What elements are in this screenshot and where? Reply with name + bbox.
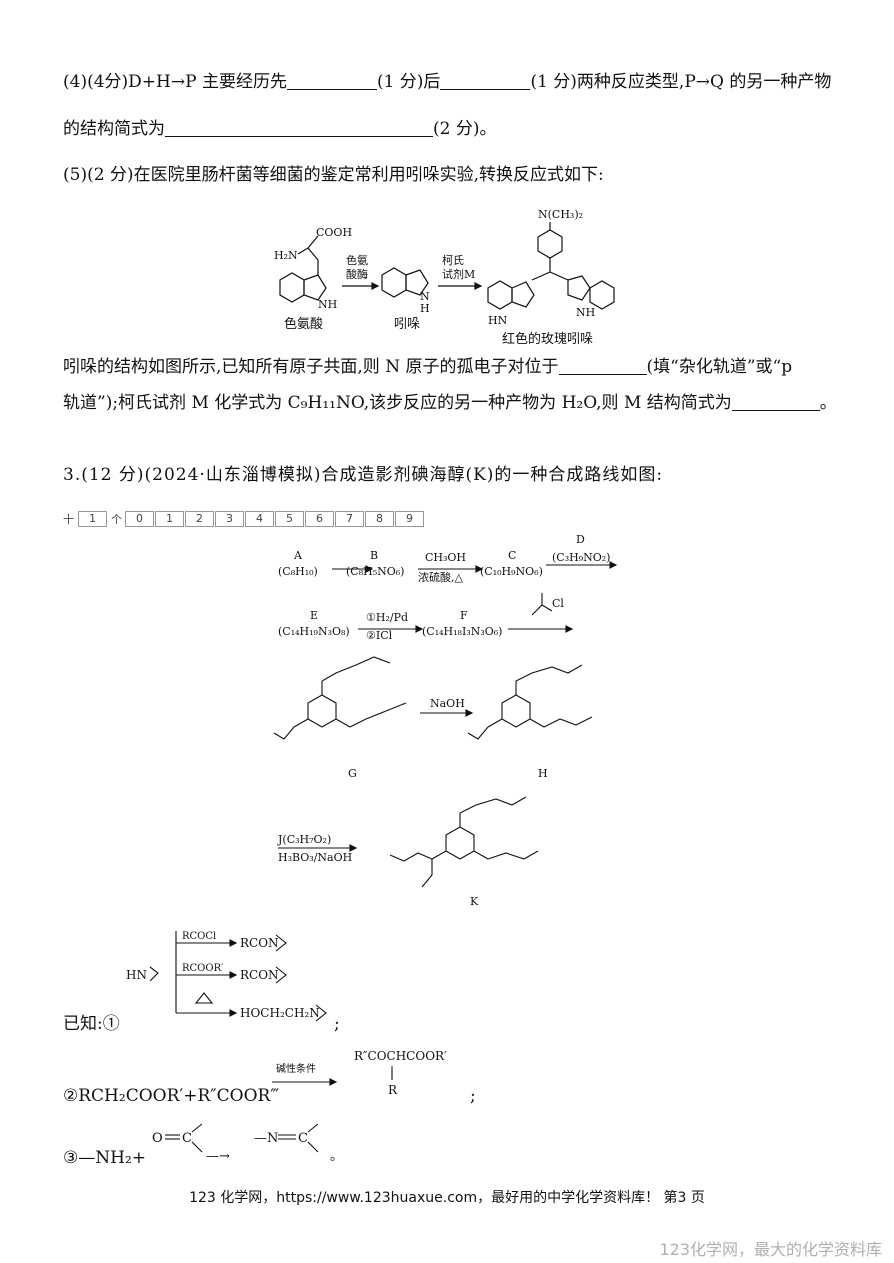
svg-text:HN: HN <box>126 968 147 982</box>
svg-text:J(C₃H₇O₂): J(C₃H₇O₂) <box>277 833 331 846</box>
svg-text:CH₃OH: CH₃OH <box>425 551 466 564</box>
reagent-label: 试剂M <box>442 267 475 281</box>
nh-label: NH <box>318 298 337 311</box>
svg-text:R: R <box>388 1083 398 1097</box>
svg-text:K: K <box>470 895 479 908</box>
svg-text:NaOH: NaOH <box>430 697 465 710</box>
answer-blank[interactable] <box>558 356 647 375</box>
svg-text:O: O <box>152 1131 163 1146</box>
tryptophan-structure: COOH H₂N NH 色氨酸 <box>274 226 352 332</box>
svg-text:D: D <box>576 535 585 546</box>
svg-text:H₃BO₃/NaOH: H₃BO₃/NaOH <box>278 851 352 864</box>
answer-blank[interactable] <box>286 71 377 90</box>
nh-label: NH <box>576 306 595 319</box>
k-structure <box>445 826 475 860</box>
svg-text:RCON: RCON <box>240 968 279 982</box>
svg-text:(C₁₀H₉NO₆): (C₁₀H₉NO₆) <box>480 565 543 578</box>
svg-text:②ICl: ②ICl <box>366 629 393 642</box>
svg-text:(C₈H₅NO₆): (C₈H₅NO₆) <box>346 565 404 578</box>
svg-text:RCOOR′: RCOOR′ <box>182 963 224 974</box>
svg-text:H: H <box>538 767 548 780</box>
ruler-bar: 十 1 个 0 1 2 3 4 5 6 7 8 9 <box>63 511 425 527</box>
g-structure <box>307 694 337 728</box>
svg-text:。: 。 <box>330 1149 343 1164</box>
rosindole-label: 红色的玫瑰吲哚 <box>502 331 593 347</box>
svg-text:F: F <box>460 609 468 622</box>
cooh-label: COOH <box>316 226 352 239</box>
svg-text:(C₈H₁₀): (C₈H₁₀) <box>278 565 318 578</box>
q5-line3: 轨道”);柯氏试剂 M 化学式为 C₉H₁₁NO,该步反应的另一种产物为 H₂O… <box>63 392 837 413</box>
reagent-label: 色氨 <box>346 253 368 267</box>
answer-blank[interactable] <box>440 71 531 90</box>
known-reaction-3: ③—NH₂+ <box>63 1148 146 1168</box>
svg-text:—N: —N <box>254 1131 278 1146</box>
known-reaction-1: HN RCOCl RCON RCOOR′ RCON HOCH₂CH₂N <box>120 925 360 1029</box>
answer-blank[interactable] <box>165 118 433 137</box>
svg-text:C: C <box>182 1131 192 1146</box>
reagent-label: 酸酶 <box>346 267 368 281</box>
svg-text:①H₂/Pd: ①H₂/Pd <box>366 611 408 624</box>
q4-line1: (4)(4分)D+H→P 主要经历先(1 分)后(1 分)两种反应类型,P→Q … <box>63 71 832 92</box>
svg-text:C: C <box>298 1131 308 1146</box>
known-reaction-2: ②RCH₂COOR′+R″COOR‴ <box>63 1086 280 1106</box>
q3-header: 3.(12 分)(2024·山东淄博模拟)合成造影剂碘海醇(K)的一种合成路线如… <box>63 465 664 485</box>
h-structure <box>501 694 531 728</box>
hn-label: HN <box>488 314 508 327</box>
h2n-label: H₂N <box>274 249 298 262</box>
indole-structure: N H 吲哚 <box>381 267 430 332</box>
svg-text:浓硫酸,△: 浓硫酸,△ <box>418 570 463 584</box>
svg-text:(C₃H₉NO₂): (C₃H₉NO₂) <box>552 551 610 564</box>
h-label: H <box>420 302 430 315</box>
svg-text:RCON: RCON <box>240 936 279 950</box>
svg-text:碱性条件: 碱性条件 <box>276 1062 316 1075</box>
known-label: 已知:① <box>63 1014 120 1034</box>
svg-text:(C₁₄H₁₈I₃N₃O₆): (C₁₄H₁₈I₃N₃O₆) <box>422 625 502 638</box>
answer-blank[interactable] <box>731 392 820 411</box>
svg-text:E: E <box>310 609 318 622</box>
reagent-label: 柯氏 <box>442 254 464 267</box>
svg-text:HOCH₂CH₂N: HOCH₂CH₂N <box>240 1006 320 1020</box>
svg-text:G: G <box>348 767 357 780</box>
indole-label: 吲哚 <box>394 317 420 332</box>
svg-text:C: C <box>508 549 516 562</box>
page-footer: 123 化学网，https://www.123huaxue.com，最好用的中学… <box>189 1190 705 1206</box>
nme2-label: N(CH₃)₂ <box>538 208 583 221</box>
svg-text:R″COCHCOOR′: R″COCHCOOR′ <box>354 1049 447 1063</box>
q5-line2: 吲哚的结构如图所示,已知所有原子共面,则 N 原子的孤电子对位于(填“杂化轨道”… <box>63 356 793 377</box>
svg-text:A: A <box>293 549 303 562</box>
svg-text:—→: —→ <box>206 1149 230 1164</box>
known-reaction-3-diagram: O C —→ —N C 。 <box>148 1120 348 1180</box>
indole-scheme: COOH H₂N NH 色氨酸 色氨 酸酶 N H 吲哚 柯氏 试剂M N(CH… <box>270 200 620 354</box>
rosindole-structure: N(CH₃)₂ HN NH 红色的玫瑰吲哚 <box>487 208 615 347</box>
n-label: N <box>420 290 430 303</box>
known-reaction-2-product: 碱性条件 R″COCHCOOR′ R <box>268 1042 468 1106</box>
svg-text:(C₁₄H₁₉N₃O₈): (C₁₄H₁₉N₃O₈) <box>278 625 350 638</box>
svg-text:RCOCl: RCOCl <box>182 931 216 942</box>
q4-line2: 的结构简式为(2 分)。 <box>63 118 497 139</box>
svg-text:B: B <box>370 549 378 562</box>
svg-text:Cl: Cl <box>552 597 564 610</box>
q5-line1: (5)(2 分)在医院里肠杆菌等细菌的鉴定常利用吲哚实验,转换反应式如下: <box>63 165 604 185</box>
tryptophan-label: 色氨酸 <box>284 316 323 332</box>
watermark: 123化学网，最大的化学资料库 <box>659 1240 882 1259</box>
synthesis-route: A (C₈H₁₀) B (C₈H₅NO₆) CH₃OH 浓硫酸,△ C (C₁₀… <box>270 533 630 919</box>
